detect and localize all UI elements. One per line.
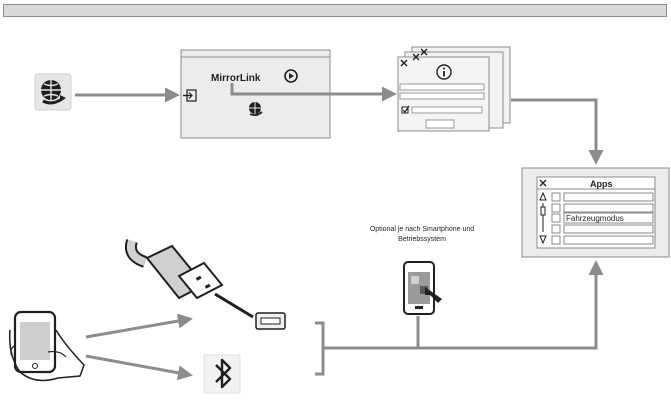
close-icon	[412, 53, 420, 61]
apps-row-label: Fahrzeugmodus	[566, 214, 624, 223]
close-icon	[539, 179, 547, 187]
apps-list-rows	[551, 192, 654, 245]
play-icon	[284, 69, 298, 83]
mirrorlink-logo: MirrorLink	[211, 73, 261, 84]
scrollbar	[540, 203, 546, 232]
connection-bracket	[315, 321, 325, 376]
apps-title: Apps	[590, 179, 613, 189]
bluetooth-icon	[203, 354, 241, 394]
login-icon	[183, 89, 197, 102]
scroll-up-icon	[539, 191, 547, 201]
info-icon	[436, 64, 452, 80]
optional-note-line1: Optional je nach Smartphone und	[370, 226, 474, 233]
close-icon	[420, 48, 428, 56]
scroll-down-icon	[539, 235, 547, 245]
line-bracket-to-apps	[323, 260, 604, 350]
usb-port-icon	[255, 312, 286, 330]
optional-note-line2: Betriebssystem	[398, 236, 446, 243]
arrow-info-to-apps	[511, 98, 604, 165]
checkbox-icon	[401, 105, 410, 114]
info-list-rows	[399, 83, 485, 129]
arrow-phone-to-usb	[85, 313, 193, 339]
globe-arrow-icon	[34, 73, 72, 111]
smartphone-in-hand-icon	[8, 310, 85, 382]
phone-touch-icon	[403, 261, 442, 315]
arrow-mirrorlink-to-info	[230, 83, 397, 102]
top-bar	[3, 4, 667, 17]
close-icon	[400, 59, 408, 67]
arrow-phone-to-bluetooth	[85, 354, 193, 381]
globe-icon	[249, 102, 263, 117]
usb-plug-icon	[124, 239, 254, 319]
